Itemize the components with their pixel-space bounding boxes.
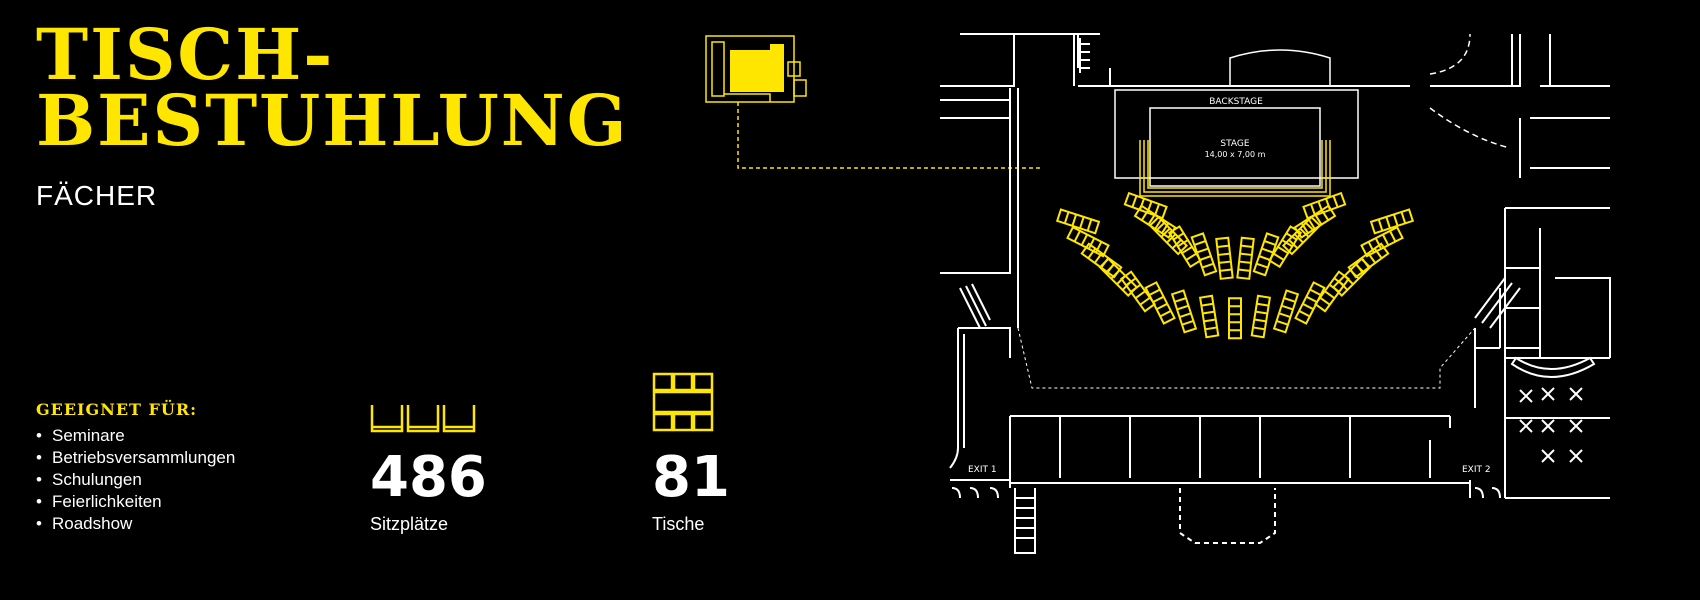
tables-stat: 81 Tische bbox=[652, 448, 730, 535]
table-block bbox=[1144, 281, 1176, 325]
seats-label: Sitzplätze bbox=[370, 514, 449, 534]
floor-plan: BACKSTAGE STAGE 14,00 x 7,00 m EXIT 1 EX… bbox=[940, 33, 1611, 554]
title-line-2: BESTUHLUNG bbox=[36, 79, 629, 162]
bar-counter bbox=[1510, 356, 1596, 378]
table-block bbox=[1120, 270, 1157, 313]
table-block bbox=[1167, 225, 1202, 269]
venue-highlight bbox=[730, 44, 784, 92]
exit-1-label: EXIT 1 bbox=[968, 465, 997, 475]
table-block bbox=[1198, 294, 1220, 339]
stage-size-label: 14,00 x 7,00 m bbox=[1205, 150, 1266, 159]
list-item: Seminare bbox=[36, 425, 235, 447]
suitable-heading: GEEIGNET FÜR: bbox=[36, 400, 198, 419]
table-block bbox=[1170, 289, 1198, 334]
tables-label: Tische bbox=[652, 514, 705, 534]
table-block bbox=[1190, 232, 1218, 277]
title-line-1: TISCH- bbox=[36, 13, 335, 96]
pointer-line bbox=[737, 102, 1042, 169]
suitable-list: Seminare Betriebsversammlungen Schulunge… bbox=[36, 425, 235, 535]
list-item: Roadshow bbox=[36, 513, 235, 535]
table-block bbox=[1369, 208, 1415, 235]
list-item: Feierlichkeiten bbox=[36, 491, 235, 513]
stage-area bbox=[1149, 107, 1321, 187]
seating-fan bbox=[1055, 191, 1415, 340]
table-block bbox=[1360, 225, 1404, 258]
page-subtitle: FÄCHER bbox=[36, 180, 158, 211]
tables-count: 81 bbox=[652, 445, 730, 510]
table-block bbox=[1250, 294, 1272, 339]
chairs-icon bbox=[370, 405, 476, 433]
table-icon bbox=[652, 372, 714, 432]
backstage-label: BACKSTAGE bbox=[1209, 97, 1263, 107]
seats-count: 486 bbox=[370, 445, 487, 510]
table-block bbox=[1228, 297, 1242, 340]
backstage-area bbox=[1114, 89, 1359, 179]
table-block bbox=[1272, 289, 1300, 334]
table-block bbox=[1055, 208, 1101, 235]
list-item: Schulungen bbox=[36, 469, 235, 491]
table-block bbox=[1302, 191, 1347, 220]
exit-2-label: EXIT 2 bbox=[1462, 465, 1491, 475]
seats-stat: 486 Sitzplätze bbox=[370, 448, 487, 535]
table-block bbox=[1215, 236, 1234, 280]
table-block bbox=[1236, 236, 1255, 280]
page-title: TISCH- BESTUHLUNG bbox=[36, 13, 629, 162]
table-block bbox=[1294, 281, 1326, 325]
building-locator-map bbox=[705, 35, 1042, 169]
stage-label: STAGE bbox=[1220, 139, 1249, 149]
list-item: Betriebsversammlungen bbox=[36, 447, 235, 469]
